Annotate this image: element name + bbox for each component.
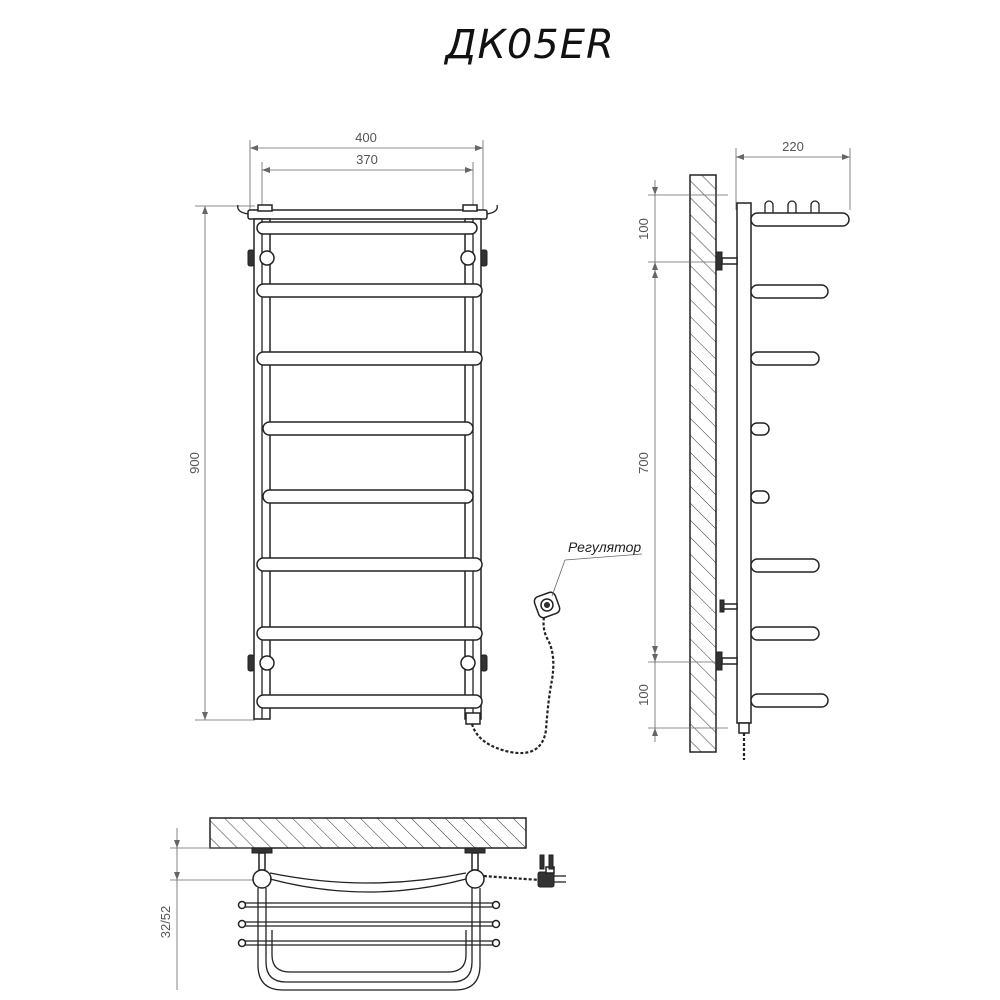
side-rung	[750, 558, 820, 573]
rung	[256, 221, 478, 235]
regulator: Регулятор	[533, 539, 643, 619]
top-left-collector	[252, 869, 272, 889]
dimension-wall-gap: 32/52	[158, 828, 255, 990]
dimension-side-center: 700	[636, 262, 658, 662]
top-cable	[483, 874, 541, 882]
dimension-total-width: 400	[249, 130, 484, 210]
rung	[256, 557, 483, 572]
front-view: 400 370 900	[187, 130, 643, 755]
heater-outlet	[465, 712, 481, 725]
top-brackets	[251, 847, 486, 871]
rung	[256, 626, 483, 641]
top-arc-shelf	[269, 878, 467, 893]
dimension-220-label: 220	[782, 139, 804, 154]
side-collector	[736, 202, 752, 724]
dimension-depth: 220	[735, 139, 851, 210]
rung	[262, 421, 474, 436]
dimension-100-top-label: 100	[636, 218, 651, 240]
side-rung	[750, 284, 829, 299]
wall-mounts	[247, 249, 488, 672]
rung	[256, 283, 483, 298]
top-right-collector	[465, 869, 485, 889]
rung	[256, 694, 483, 709]
dimension-32-52-label: 32/52	[158, 906, 173, 939]
side-rung	[750, 422, 770, 436]
dimension-900-label: 900	[187, 452, 202, 474]
side-top-shelf	[750, 212, 850, 227]
dimension-370-label: 370	[356, 152, 378, 167]
rungs	[256, 221, 483, 709]
regulator-label: Регулятор	[568, 539, 641, 555]
top-rungs	[237, 900, 501, 948]
side-rung	[750, 351, 820, 366]
model-title: ДК05ER	[443, 22, 615, 68]
side-view: 220 100 700 100	[636, 139, 851, 760]
side-rung	[750, 490, 770, 504]
top-view: 32/52	[158, 817, 566, 991]
rung	[262, 489, 474, 504]
top-u-frame	[257, 888, 481, 991]
rung	[256, 351, 483, 366]
dimension-400-label: 400	[355, 130, 377, 145]
top-shelf	[237, 204, 498, 220]
cable	[470, 611, 555, 755]
side-rungs	[750, 284, 829, 708]
dimension-side-top: 100	[636, 180, 728, 278]
dimension-700-label: 700	[636, 452, 651, 474]
side-rung	[750, 693, 829, 708]
plug	[537, 854, 566, 888]
side-rung	[750, 626, 820, 641]
side-brackets	[715, 251, 738, 671]
dimension-total-height: 900	[187, 205, 255, 721]
side-shelf-hooks	[764, 200, 820, 213]
dimension-center-width: 370	[261, 152, 474, 210]
dimension-100-bottom-label: 100	[636, 684, 651, 706]
wall-section-side	[689, 174, 717, 753]
wall-section-top	[209, 817, 527, 849]
dimension-side-bottom: 100	[636, 648, 728, 742]
